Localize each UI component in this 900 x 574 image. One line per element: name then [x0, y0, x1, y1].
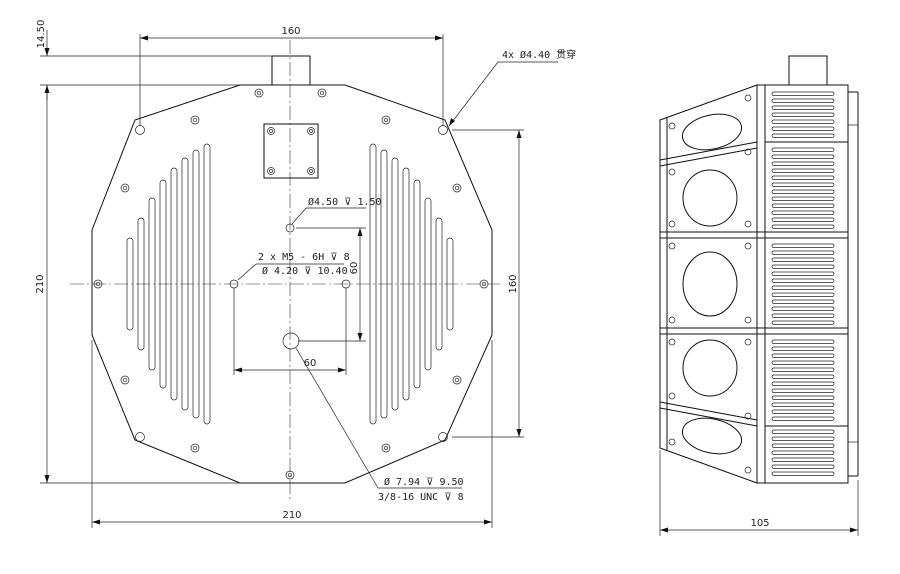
side-vent-slot	[771, 224, 835, 229]
right-vent-slots	[369, 143, 454, 425]
side-vent-slot	[771, 119, 835, 124]
side-vent-slot	[771, 91, 835, 96]
side-vent-slot	[771, 346, 835, 351]
side-vent-slot	[771, 112, 835, 117]
side-vent-slot	[771, 381, 835, 386]
side-vent-slot	[771, 271, 835, 276]
side-vent-slot	[771, 320, 835, 325]
top-connector	[271, 55, 311, 85]
note-bottom-line2: 3/8-16 UNC ⊽ 8	[378, 492, 464, 503]
side-lenses	[681, 113, 743, 455]
dimension-lines	[40, 30, 558, 528]
side-vent-slot	[771, 217, 835, 222]
side-vent-slot	[771, 250, 835, 255]
side-vent-slot	[771, 313, 835, 318]
side-vent-slot	[771, 175, 835, 180]
side-vent-slot	[771, 182, 835, 187]
dim-hole-spacing-v: 60	[349, 262, 360, 275]
side-vent-slot	[771, 353, 835, 358]
side-vent-slot	[771, 471, 835, 476]
side-vent-slot	[771, 464, 835, 469]
note-through-holes: 4x Ø4.40 贯穿	[502, 48, 576, 61]
side-vent-slot	[771, 189, 835, 194]
side-vent-slot	[771, 196, 835, 201]
side-vent-slot	[771, 443, 835, 448]
side-dim-bottom-width: 105	[750, 518, 769, 529]
side-body-outline	[659, 84, 849, 484]
side-vent-slot	[771, 264, 835, 269]
dim-top-offset: 14.50	[36, 20, 47, 49]
side-vent-slot	[771, 285, 835, 290]
side-vent-slot	[771, 154, 835, 159]
dim-bottom-width: 210	[282, 510, 301, 521]
side-vent-slot	[771, 360, 835, 365]
side-vent-slot	[771, 436, 835, 441]
side-vent-slot	[771, 450, 835, 455]
side-view: 105	[659, 55, 859, 536]
side-vent-slot	[771, 168, 835, 173]
side-vent-slot	[771, 306, 835, 311]
note-thread-line1: 2 x M5 - 6H ⊽ 8	[258, 252, 350, 263]
note-thread-line2: Ø 4.20 ⊽ 10.40	[262, 265, 348, 277]
side-vent-slot	[771, 147, 835, 152]
side-vent-slot	[771, 203, 835, 208]
front-view: 160 14.50 210 160 210 60 60 4x Ø4.40 贯穿 …	[35, 20, 576, 528]
left-vent-slots	[126, 143, 211, 425]
side-vent-slot	[771, 126, 835, 131]
dim-top-width: 160	[281, 26, 300, 37]
side-vent-slot	[771, 257, 835, 262]
mounting-plate	[263, 123, 319, 179]
side-vent-slot	[771, 98, 835, 103]
side-vent-slot	[771, 210, 835, 215]
side-screws	[668, 94, 752, 474]
side-vent-slot	[771, 133, 835, 138]
side-vent-slot	[771, 402, 835, 407]
side-vent-slots	[771, 91, 835, 476]
screw-holes	[93, 88, 489, 480]
side-section-dividers	[659, 141, 848, 427]
note-center-hole: Ø4.50 ⊽ 1.50	[308, 196, 382, 208]
side-vent-slot	[771, 367, 835, 372]
side-vent-slot	[771, 374, 835, 379]
side-vent-slot	[771, 416, 835, 421]
side-vent-slot	[771, 388, 835, 393]
dim-right-height: 160	[508, 274, 519, 293]
side-vent-slot	[771, 457, 835, 462]
front-body-outline	[91, 84, 493, 484]
side-vent-slot	[771, 299, 835, 304]
dimension-arrows	[44, 35, 522, 525]
side-vent-slot	[771, 161, 835, 166]
dim-left-height: 210	[35, 274, 46, 293]
side-vent-slot	[771, 243, 835, 248]
dim-hole-spacing-h: 60	[304, 358, 317, 369]
side-vent-slot	[771, 339, 835, 344]
side-vent-slot	[771, 395, 835, 400]
side-vent-slot	[771, 409, 835, 414]
side-connector	[788, 55, 828, 86]
side-vent-slot	[771, 292, 835, 297]
side-dimension	[659, 450, 859, 536]
note-bottom-line1: Ø 7.94 ⊽ 9.50	[384, 476, 464, 488]
side-vent-slot	[771, 105, 835, 110]
side-vent-slot	[771, 278, 835, 283]
side-vent-slot	[771, 429, 835, 434]
